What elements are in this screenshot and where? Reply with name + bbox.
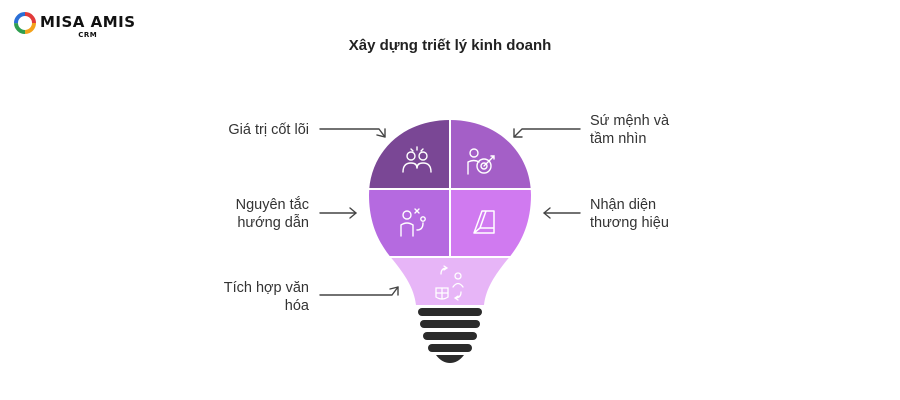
culture-exchange-icon: [435, 265, 464, 301]
arrow-culture-integration: [319, 286, 399, 296]
bulb-base: [418, 308, 482, 363]
segment-core-values: [369, 120, 450, 189]
label-mission-vision: Sứ mệnh và tầm nhìn: [590, 113, 670, 147]
label-brand-identity: Nhận diện thương hiệu: [590, 197, 669, 231]
brand-sub: CRM: [78, 31, 98, 39]
label-culture-integration: Tích hợp văn hóa: [223, 280, 309, 314]
team-gears-icon: [402, 146, 432, 173]
misa-logo-icon: [14, 12, 36, 34]
arrow-core-values: [319, 128, 386, 138]
person-target-icon: [467, 148, 495, 175]
label-core-values: Giá trị cốt lõi: [228, 122, 309, 138]
diagram-title: Xây dựng triết lý kinh doanh: [348, 37, 552, 54]
connector-arrows: [319, 128, 581, 296]
brand-logo: MISA AMIS CRM: [14, 12, 136, 39]
person-strategy-icon: [400, 208, 426, 237]
label-guiding-principles: Nguyên tắc hướng dẫn: [235, 197, 309, 231]
segment-brand-identity: [450, 189, 531, 257]
segment-mission-vision: [450, 120, 531, 189]
brand-name: MISA AMIS: [40, 13, 136, 31]
arrow-mission-vision: [513, 128, 581, 138]
brand-box-icon: [473, 210, 495, 234]
